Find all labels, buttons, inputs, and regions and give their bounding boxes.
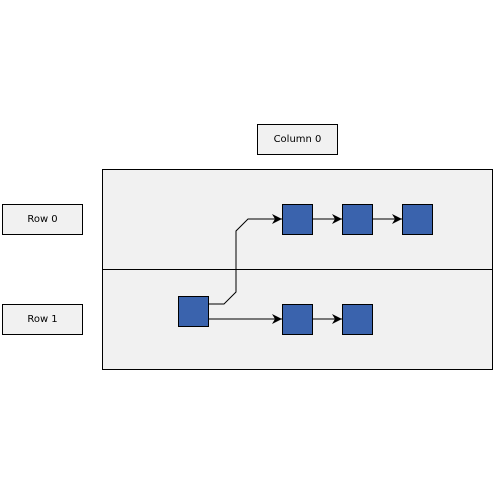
row-header-label: Row 1 (27, 314, 58, 325)
row-header-label: Row 0 (27, 214, 58, 225)
node-r1-a[interactable] (282, 304, 313, 335)
node-r0-a[interactable] (282, 204, 313, 235)
node-r1-b[interactable] (342, 304, 373, 335)
row-header-0: Row 0 (2, 204, 83, 235)
row-header-1: Row 1 (2, 304, 83, 335)
node-r0-c[interactable] (402, 204, 433, 235)
node-r0-b[interactable] (342, 204, 373, 235)
edge-r1-start-to-r0-a (208, 214, 282, 305)
column-header-label: Column 0 (273, 134, 322, 145)
column-header-0: Column 0 (257, 124, 338, 155)
node-r1-start[interactable] (178, 296, 209, 327)
